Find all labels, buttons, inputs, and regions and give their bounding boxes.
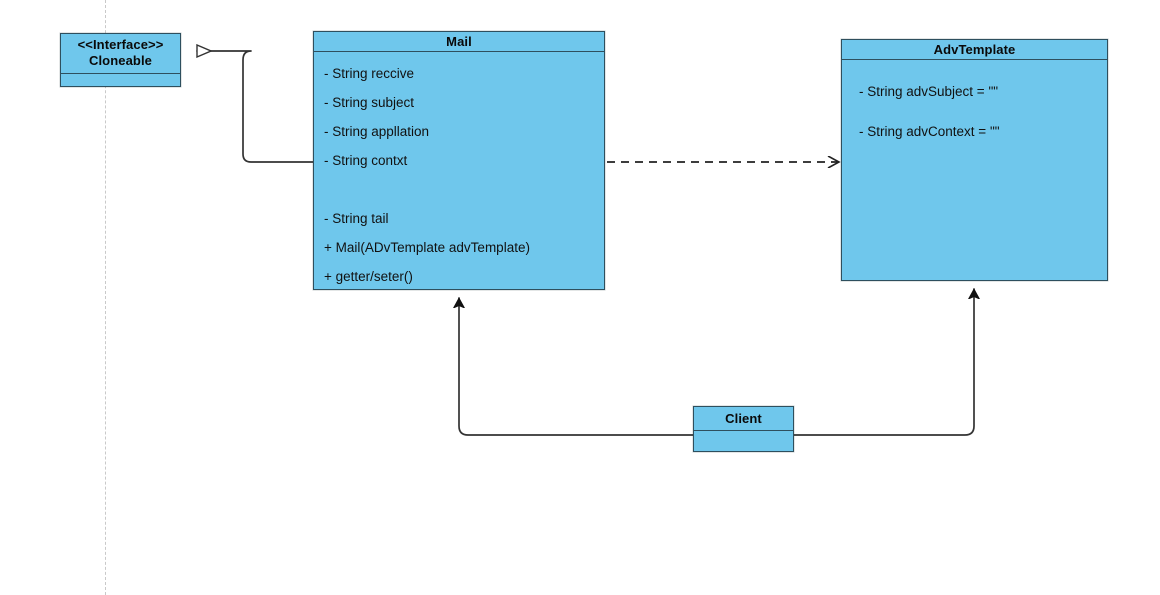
class-box-advtemplate[interactable]: AdvTemplate - String advSubject = "" - S…	[841, 39, 1108, 281]
class-member: - String subject	[324, 95, 415, 110]
class-box-cloneable[interactable]: <<Interface>> Cloneable	[60, 33, 181, 87]
page-boundary-guide	[105, 0, 106, 595]
class-title-advtemplate: AdvTemplate	[842, 40, 1107, 60]
class-member: - String tail	[324, 211, 389, 226]
class-title-client: Client	[694, 407, 793, 431]
class-body-advtemplate: - String advSubject = "" - String advCon…	[842, 60, 1107, 280]
class-member: + Mail(ADvTemplate advTemplate)	[324, 240, 530, 255]
class-member: - String advContext = ""	[859, 124, 1000, 139]
class-title-mail: Mail	[314, 32, 604, 52]
class-body-client	[694, 431, 793, 452]
class-box-mail[interactable]: Mail - String reccive - String subject -…	[313, 31, 605, 290]
class-stereotype-cloneable: <<Interface>>	[77, 37, 164, 52]
connector-client-uses-advtemplate	[793, 288, 974, 436]
class-body-mail: - String reccive - String subject - Stri…	[314, 52, 604, 289]
class-body-cloneable	[61, 74, 180, 87]
class-member: - String appllation	[324, 124, 430, 139]
class-member: - String contxt	[324, 153, 408, 168]
connector-mail-realizes-cloneable	[196, 51, 314, 163]
class-box-client[interactable]: Client	[693, 406, 794, 452]
class-member: + getter/seter()	[324, 269, 413, 284]
class-member: - String advSubject = ""	[859, 84, 999, 99]
class-member-spacer	[314, 175, 604, 204]
connector-client-uses-mail	[459, 297, 694, 436]
class-member: - String reccive	[324, 66, 415, 81]
class-name-cloneable: Cloneable	[88, 53, 153, 69]
class-title-cloneable: <<Interface>> Cloneable	[61, 34, 180, 74]
